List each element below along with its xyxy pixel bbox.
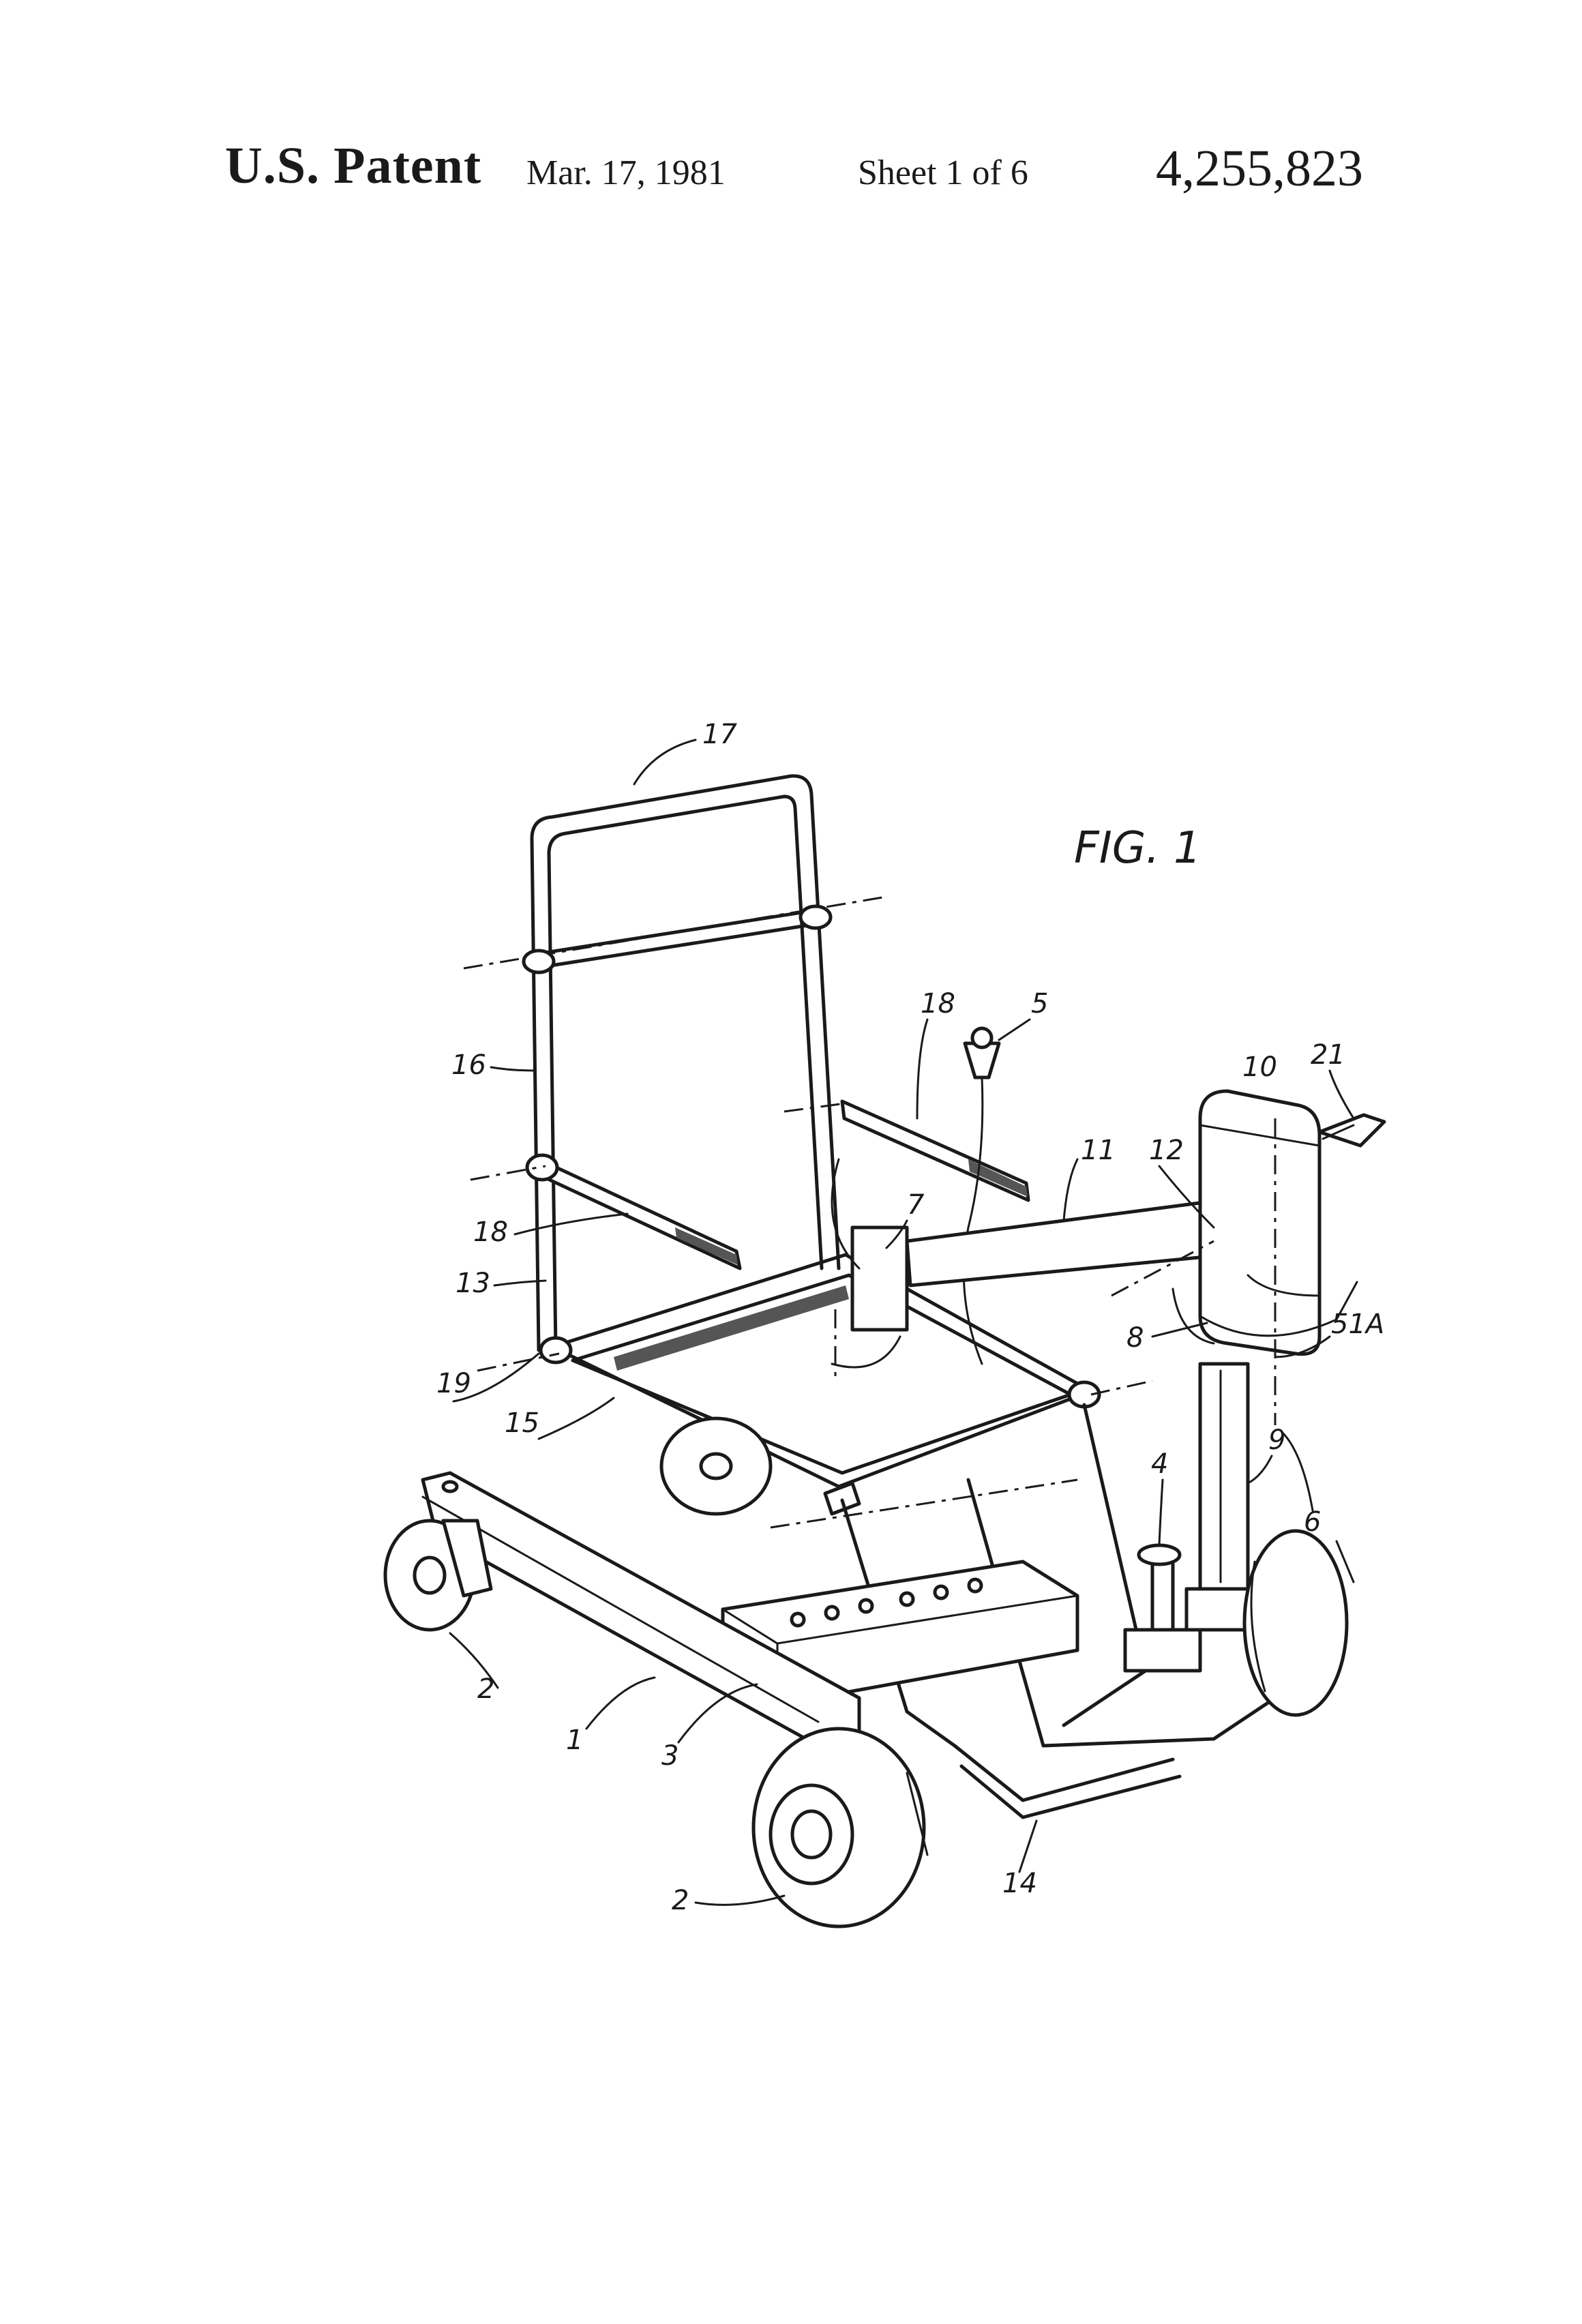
ref-51a: 51A xyxy=(1331,1309,1384,1340)
seat-pivot xyxy=(831,1158,909,1377)
battery-pack xyxy=(721,1478,1079,1707)
ref-2-front: 2 xyxy=(672,1885,689,1916)
ref-18-right: 18 xyxy=(921,988,955,1019)
ref-15: 15 xyxy=(505,1407,539,1439)
steering-column xyxy=(1123,1362,1257,1673)
sheet-header: U.S. Patent Mar. 17, 1981 Sheet 1 of 6 4… xyxy=(0,136,1582,218)
drive-wheel-right xyxy=(1242,1529,1355,1717)
ref-18-left: 18 xyxy=(473,1217,508,1248)
footrest xyxy=(953,1744,1182,1819)
reference-numerals: 17 18 5 16 10 21 11 12 7 18 13 8 51A 19 … xyxy=(436,719,1384,1916)
steering-arm xyxy=(905,1089,1386,1425)
ref-8: 8 xyxy=(1126,1322,1144,1354)
sheet-indicator: Sheet 1 of 6 xyxy=(858,153,1028,192)
caster-wheel xyxy=(383,1519,493,1632)
patent-title: U.S. Patent xyxy=(225,137,482,194)
patent-date: Mar. 17, 1981 xyxy=(526,153,726,192)
patent-number: 4,255,823 xyxy=(1156,140,1363,197)
ref-11: 11 xyxy=(1081,1135,1116,1166)
ref-12: 12 xyxy=(1149,1135,1184,1166)
ref-19: 19 xyxy=(436,1368,471,1399)
seat-wheel xyxy=(659,1416,773,1516)
ref-6: 6 xyxy=(1304,1506,1321,1538)
ref-4: 4 xyxy=(1151,1448,1168,1480)
ref-7: 7 xyxy=(907,1189,925,1221)
ref-17: 17 xyxy=(702,719,737,750)
ref-16: 16 xyxy=(451,1049,486,1081)
ref-14: 14 xyxy=(1002,1868,1037,1899)
ref-9: 9 xyxy=(1268,1425,1285,1456)
figure-label: FIG. 1 xyxy=(1074,823,1202,874)
joystick xyxy=(962,1026,1001,1365)
drive-wheel-front xyxy=(751,1727,929,1928)
ref-21: 21 xyxy=(1311,1039,1345,1071)
ref-10: 10 xyxy=(1242,1052,1277,1083)
ref-1: 1 xyxy=(566,1725,583,1756)
armrests xyxy=(470,1099,1030,1270)
ref-5: 5 xyxy=(1031,988,1048,1019)
ref-13: 13 xyxy=(456,1268,490,1299)
seat-back-frame xyxy=(463,774,887,1352)
ref-3: 3 xyxy=(661,1740,678,1772)
